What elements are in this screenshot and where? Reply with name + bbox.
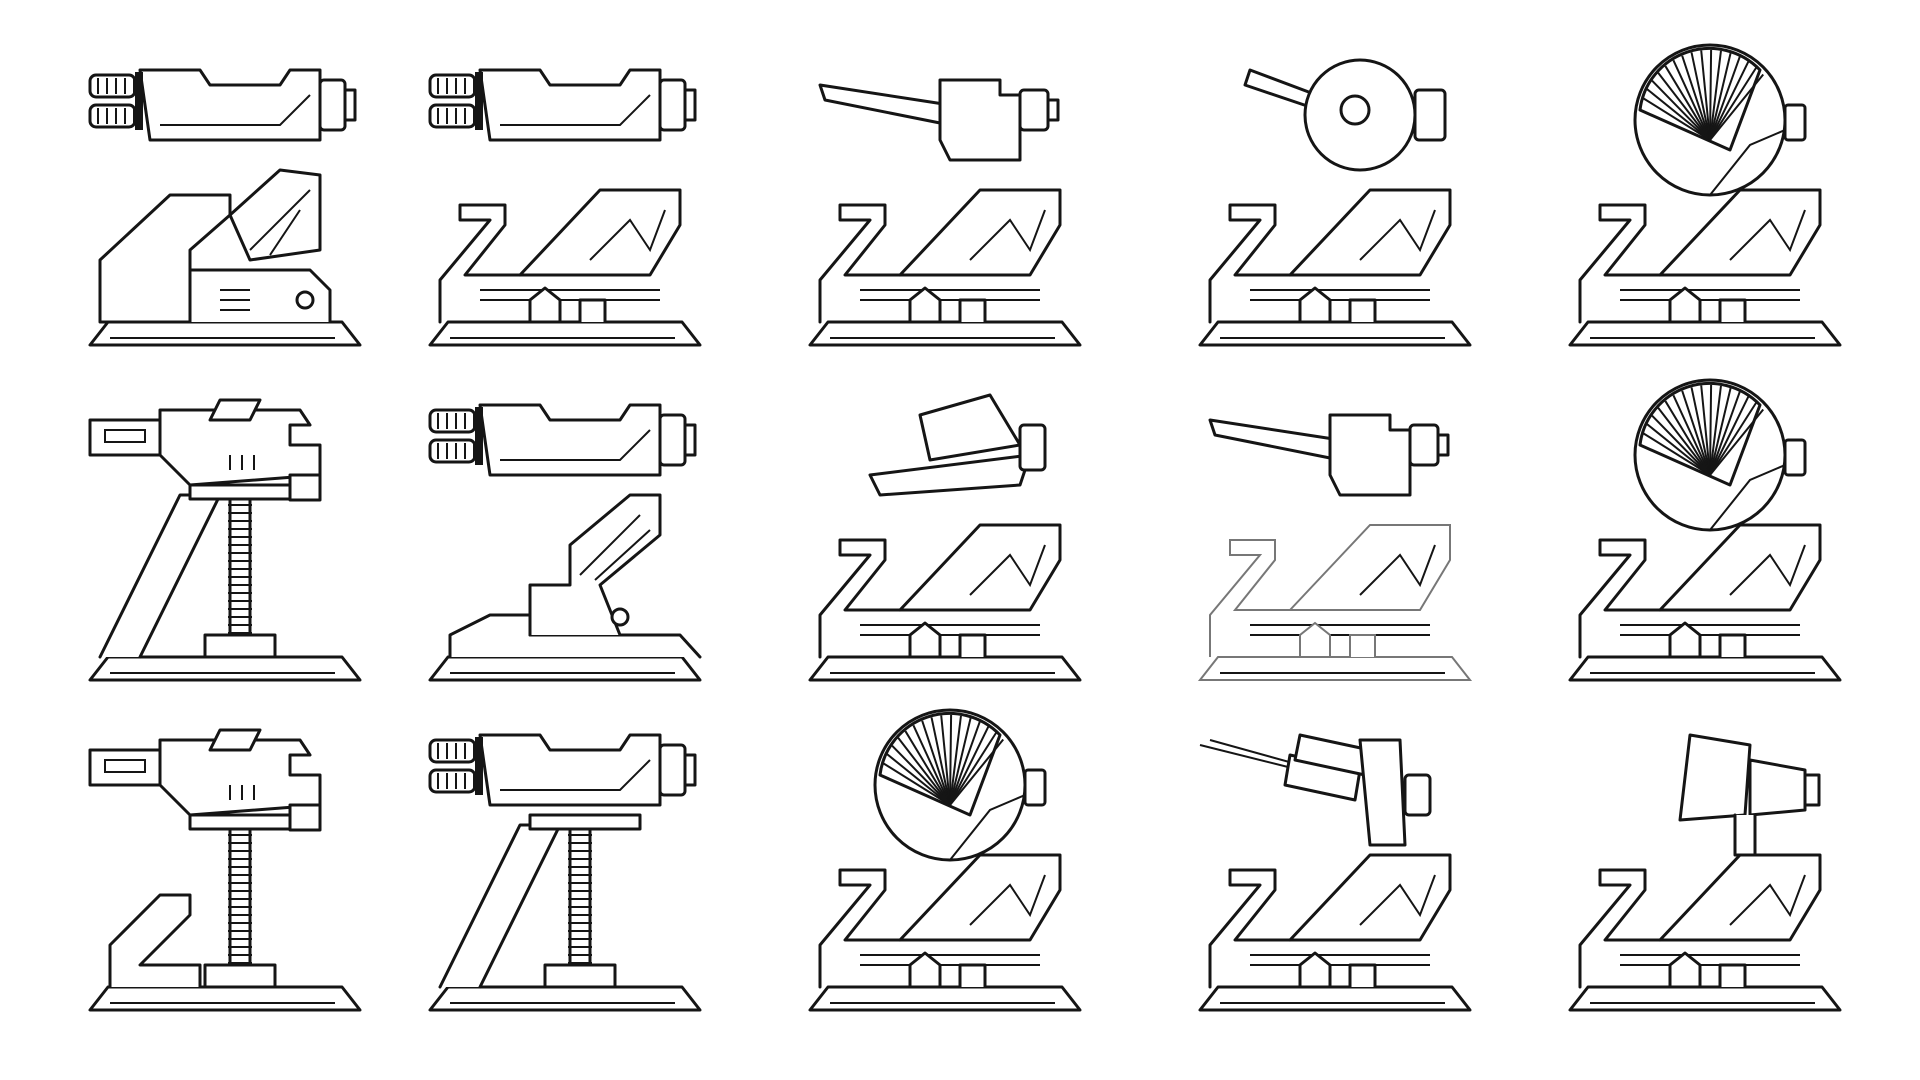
wedge-turret-icon <box>808 393 1082 682</box>
blaster-turret-icon <box>88 398 362 682</box>
twin-gatling-turret-icon <box>88 68 362 347</box>
dish-turret-icon <box>1568 43 1842 347</box>
dish-turret-icon <box>1568 378 1842 682</box>
spotlight-turret-icon <box>1568 733 1842 1012</box>
twin-gatling-turret-icon <box>428 68 702 347</box>
cannon-turret-icon <box>808 78 1082 347</box>
dish-turret-icon <box>808 708 1082 1012</box>
twin-gatling-turret-icon <box>428 403 702 682</box>
twin-gatling-turret-icon <box>428 733 702 1012</box>
missile-turret-icon <box>1198 733 1472 1012</box>
cannon-turret-icon <box>1197 413 1473 681</box>
blaster-turret-icon <box>88 728 362 1012</box>
orb-cannon-turret-icon <box>1198 58 1472 347</box>
